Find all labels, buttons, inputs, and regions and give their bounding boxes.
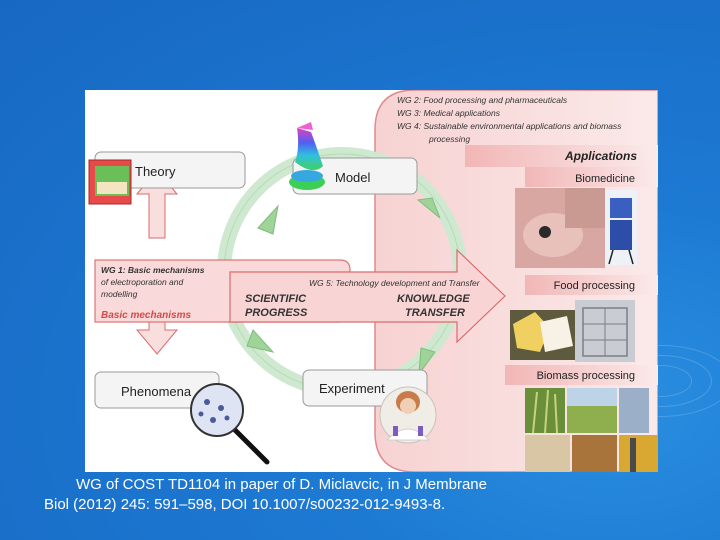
diagram-canvas: WG 2: Food processing and pharmaceutical…: [88, 90, 658, 472]
application-biomedicine: Biomedicine: [575, 173, 635, 185]
wg-list-line: processing: [428, 134, 470, 144]
magnifier-icon: [190, 383, 270, 465]
knowledge-transfer-line: TRANSFER: [405, 307, 465, 319]
food-photo: [510, 310, 575, 360]
application-food-processing: Food processing: [554, 280, 635, 292]
basic-mechanisms-label: Basic mechanisms: [101, 310, 191, 321]
food-plant-photo: [575, 300, 635, 362]
scientific-progress-line: PROGRESS: [245, 307, 308, 319]
wg-list-line: WG 3: Medical applications: [397, 108, 501, 118]
scientist-photo: [379, 386, 437, 444]
cycle-arrows: [246, 197, 441, 376]
food-processing-band: [525, 275, 658, 295]
caption-line: WG of COST TD1104 in paper of D. Miclavc…: [76, 476, 487, 493]
biomedicine-photo: [515, 188, 605, 268]
caption-line: Biol (2012) 245: 591–598, DOI 10.1007/s0…: [44, 496, 446, 513]
model-label: Model: [335, 170, 371, 185]
diagram-figure: WG 2: Food processing and pharmaceutical…: [85, 90, 658, 472]
application-biomass-processing: Biomass processing: [537, 370, 635, 382]
wg1-line: modelling: [101, 289, 138, 299]
biomass-photos: [525, 388, 658, 472]
applications-header-band: [465, 145, 658, 167]
wg5-label: WG 5: Technology development and Transfe…: [309, 278, 481, 288]
biomedicine-band: [525, 167, 658, 187]
experiment-label: Experiment: [319, 381, 385, 396]
technology-transfer-arrow: [229, 248, 506, 344]
scientific-progress-line: SCIENTIFIC: [245, 293, 307, 305]
wg1-line: WG 1: Basic mechanisms: [101, 265, 205, 275]
theory-label: Theory: [135, 164, 176, 179]
knowledge-transfer-line: KNOWLEDGE: [397, 293, 470, 305]
applications-title: Applications: [564, 149, 637, 163]
wg-list-line: WG 4: Sustainable environmental applicat…: [397, 121, 622, 131]
wg1-line: of electroporation and: [101, 277, 183, 287]
biomass-processing-band: [505, 365, 658, 385]
wg-list-line: WG 2: Food processing and pharmaceutical…: [397, 95, 568, 105]
book-icon: [88, 159, 132, 205]
phenomena-label: Phenomena: [121, 384, 192, 399]
model-cone-icon: [289, 122, 325, 190]
electroporator-photo: [605, 190, 637, 265]
figure-caption: WG of COST TD1104 in paper of D. Miclavc…: [44, 475, 644, 515]
